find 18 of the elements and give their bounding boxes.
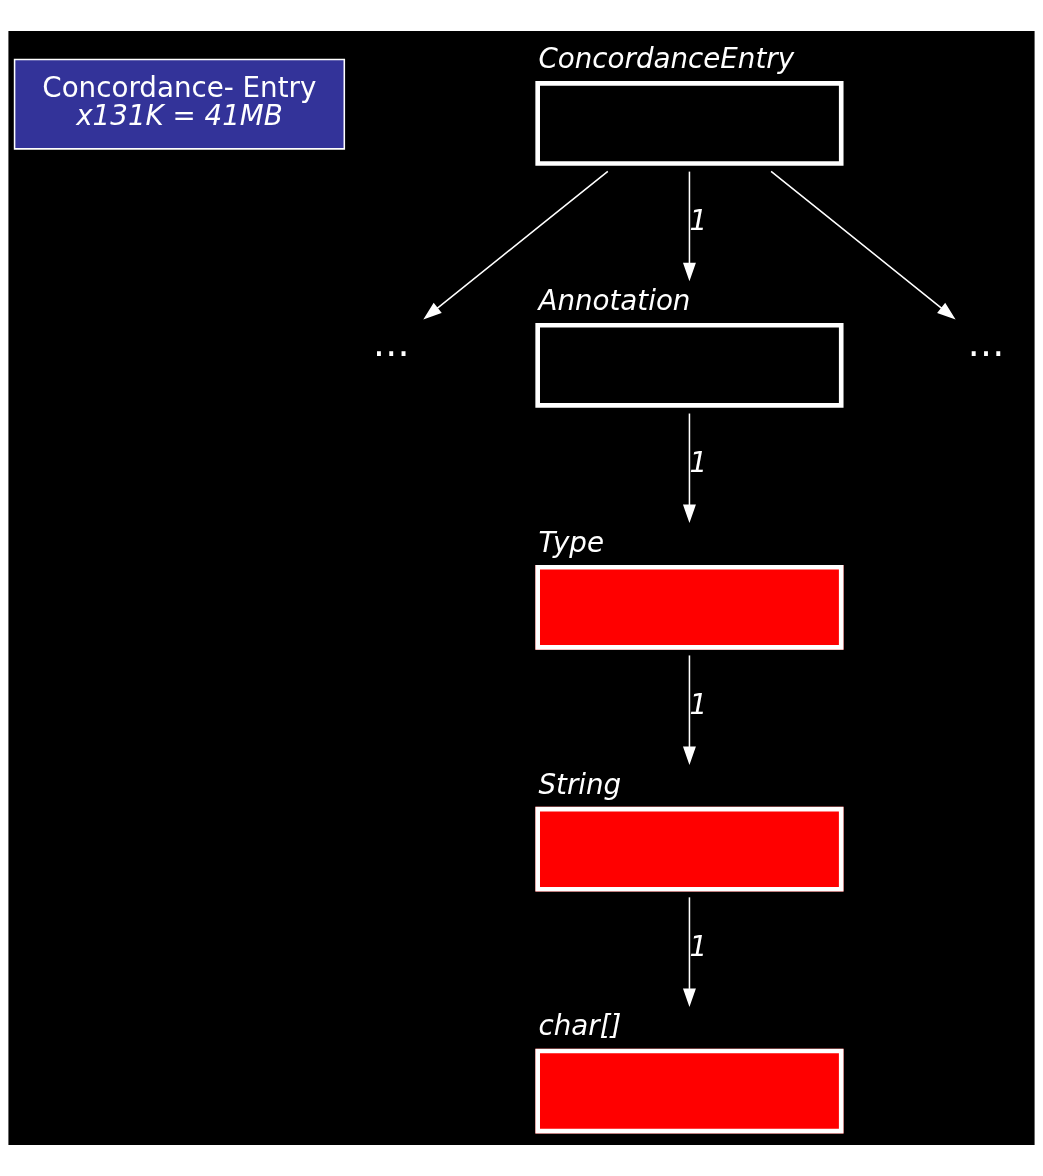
node-box: Concordance- Entry x131K = 41MB [13,58,346,150]
edge-label: 1 [689,930,708,964]
arrow [682,654,696,765]
arrow [770,170,956,320]
edge-label: 1 [689,204,708,238]
node-label: Annotation [538,283,691,317]
arrow [423,170,609,320]
arrow [682,896,696,1007]
node-text: … [372,321,410,365]
node-label: String [538,767,622,801]
node-text: … [967,321,1005,365]
node-label: char[] [538,1009,622,1043]
edge-label: 1 [689,688,708,722]
arrow [682,170,696,282]
arrow [682,412,696,524]
node-label: Type [538,525,605,559]
edge-label: 1 [689,446,708,480]
node-label: ConcordanceEntry [538,41,795,75]
